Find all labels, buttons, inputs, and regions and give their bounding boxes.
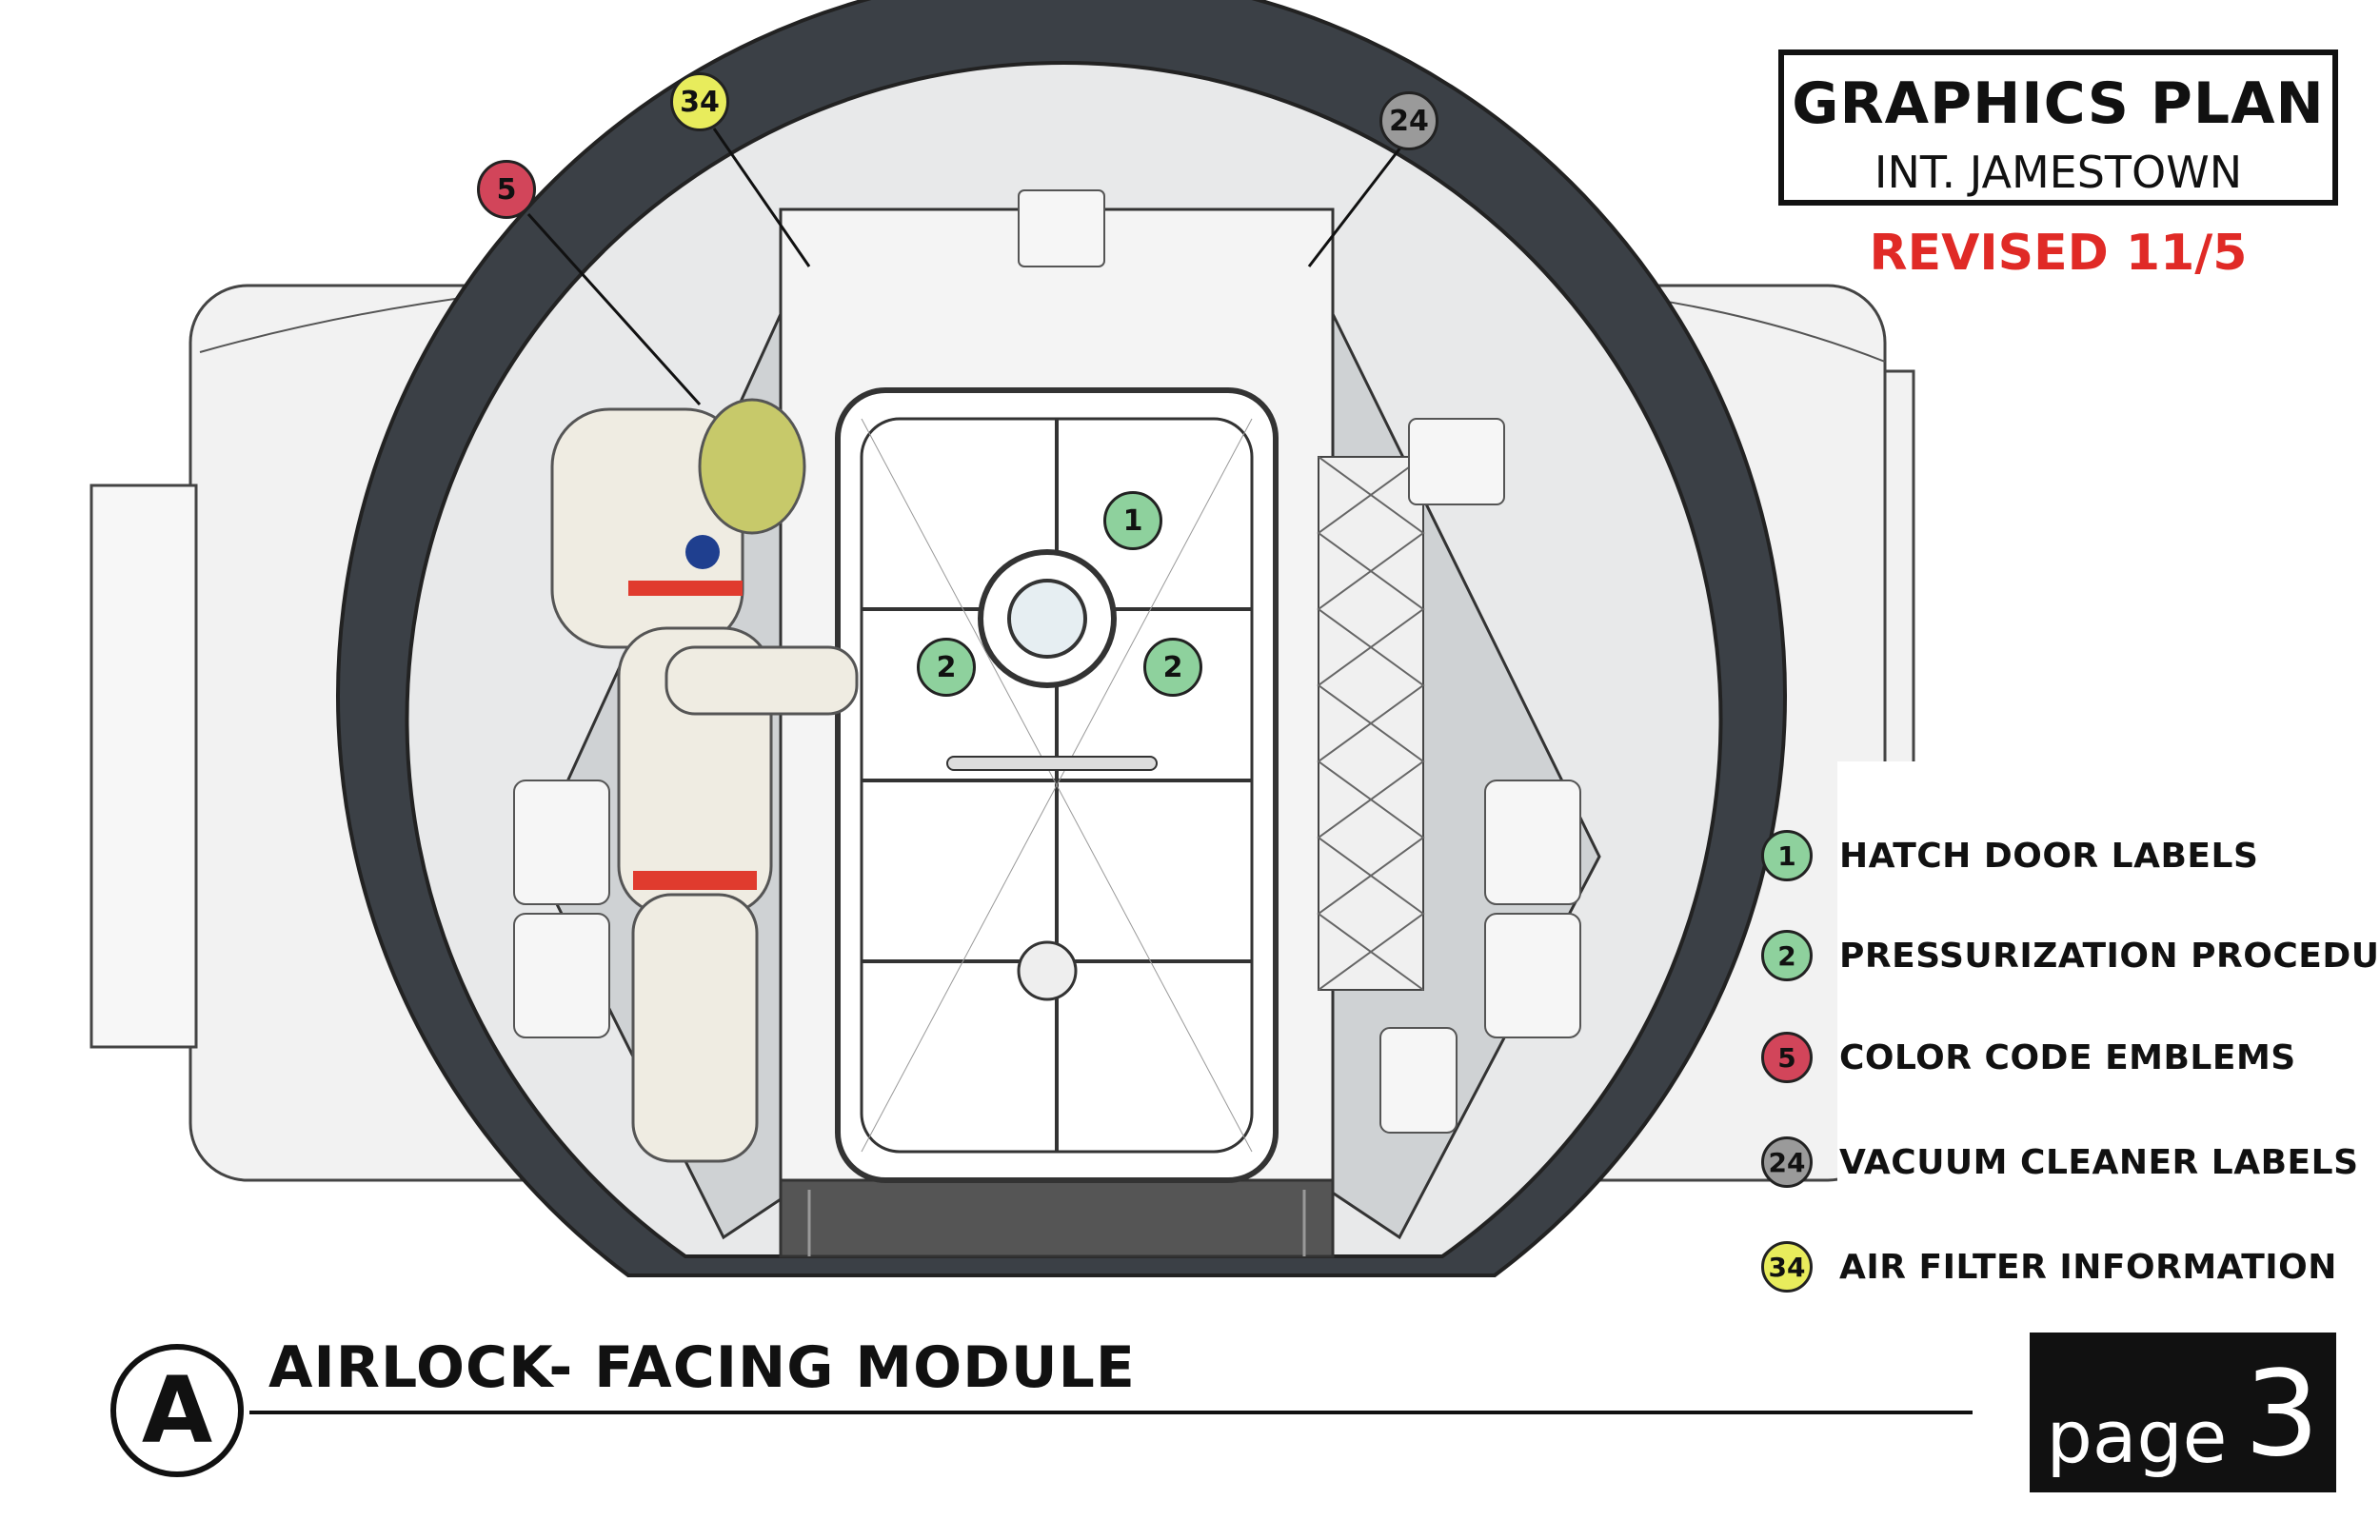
callout-leader-lines [526, 128, 1406, 406]
legend-badge: 1 [1761, 830, 1813, 881]
callout-badge: 5 [477, 160, 536, 219]
callout-2-left: 2 [917, 638, 976, 697]
legend-item: 34 AIR FILTER INFORMATION [1761, 1237, 2337, 1296]
hatch-door [835, 387, 1279, 1183]
callout-badge: 1 [1103, 491, 1162, 550]
legend-label: HATCH DOOR LABELS [1839, 836, 2259, 876]
callout-5: 5 [477, 160, 536, 219]
storage-lattice [1317, 456, 1425, 991]
title-block: GRAPHICS PLAN INT. JAMESTOWN [1778, 49, 2338, 206]
page-number: 3 [2244, 1346, 2320, 1483]
callout-1: 1 [1103, 491, 1162, 550]
callout-2-right: 2 [1143, 638, 1202, 697]
callout-badge: 2 [917, 638, 976, 697]
legend-badge: 5 [1761, 1032, 1813, 1083]
callout-badge: 34 [670, 72, 729, 131]
legend-label: AIR FILTER INFORMATION [1839, 1247, 2337, 1287]
legend-badge: 34 [1761, 1241, 1813, 1293]
callout-24: 24 [1379, 91, 1438, 150]
page-word: page [2046, 1394, 2228, 1479]
page-number-box: page 3 [2030, 1333, 2336, 1492]
section-underline [249, 1411, 1973, 1414]
legend-badge: 2 [1761, 930, 1813, 981]
sheet-subtitle: INT. JAMESTOWN [1874, 147, 2243, 198]
legend-badge: 24 [1761, 1136, 1813, 1188]
astronaut-spacesuit [550, 398, 859, 1163]
sheet-title: GRAPHICS PLAN [1792, 70, 2325, 137]
legend-item: 1 HATCH DOOR LABELS [1761, 826, 2258, 885]
revision-note: REVISED 11/5 [1869, 225, 2248, 282]
legend-label: COLOR CODE EMBLEMS [1839, 1037, 2296, 1077]
callout-34: 34 [670, 72, 729, 131]
legend-label: VACUUM CLEANER LABELS [1839, 1142, 2359, 1182]
legend-item: 5 COLOR CODE EMBLEMS [1761, 1028, 2296, 1087]
callout-badge: 2 [1143, 638, 1202, 697]
legend-label: PRESSURIZATION PROCEDURE [1839, 936, 2380, 976]
callout-badge: 24 [1379, 91, 1438, 150]
section-title: AIRLOCK- FACING MODULE [268, 1334, 1136, 1401]
legend-item: 24 VACUUM CLEANER LABELS [1761, 1133, 2359, 1192]
legend-item: 2 PRESSURIZATION PROCEDURE [1761, 926, 2380, 985]
section-marker: A [110, 1344, 244, 1477]
